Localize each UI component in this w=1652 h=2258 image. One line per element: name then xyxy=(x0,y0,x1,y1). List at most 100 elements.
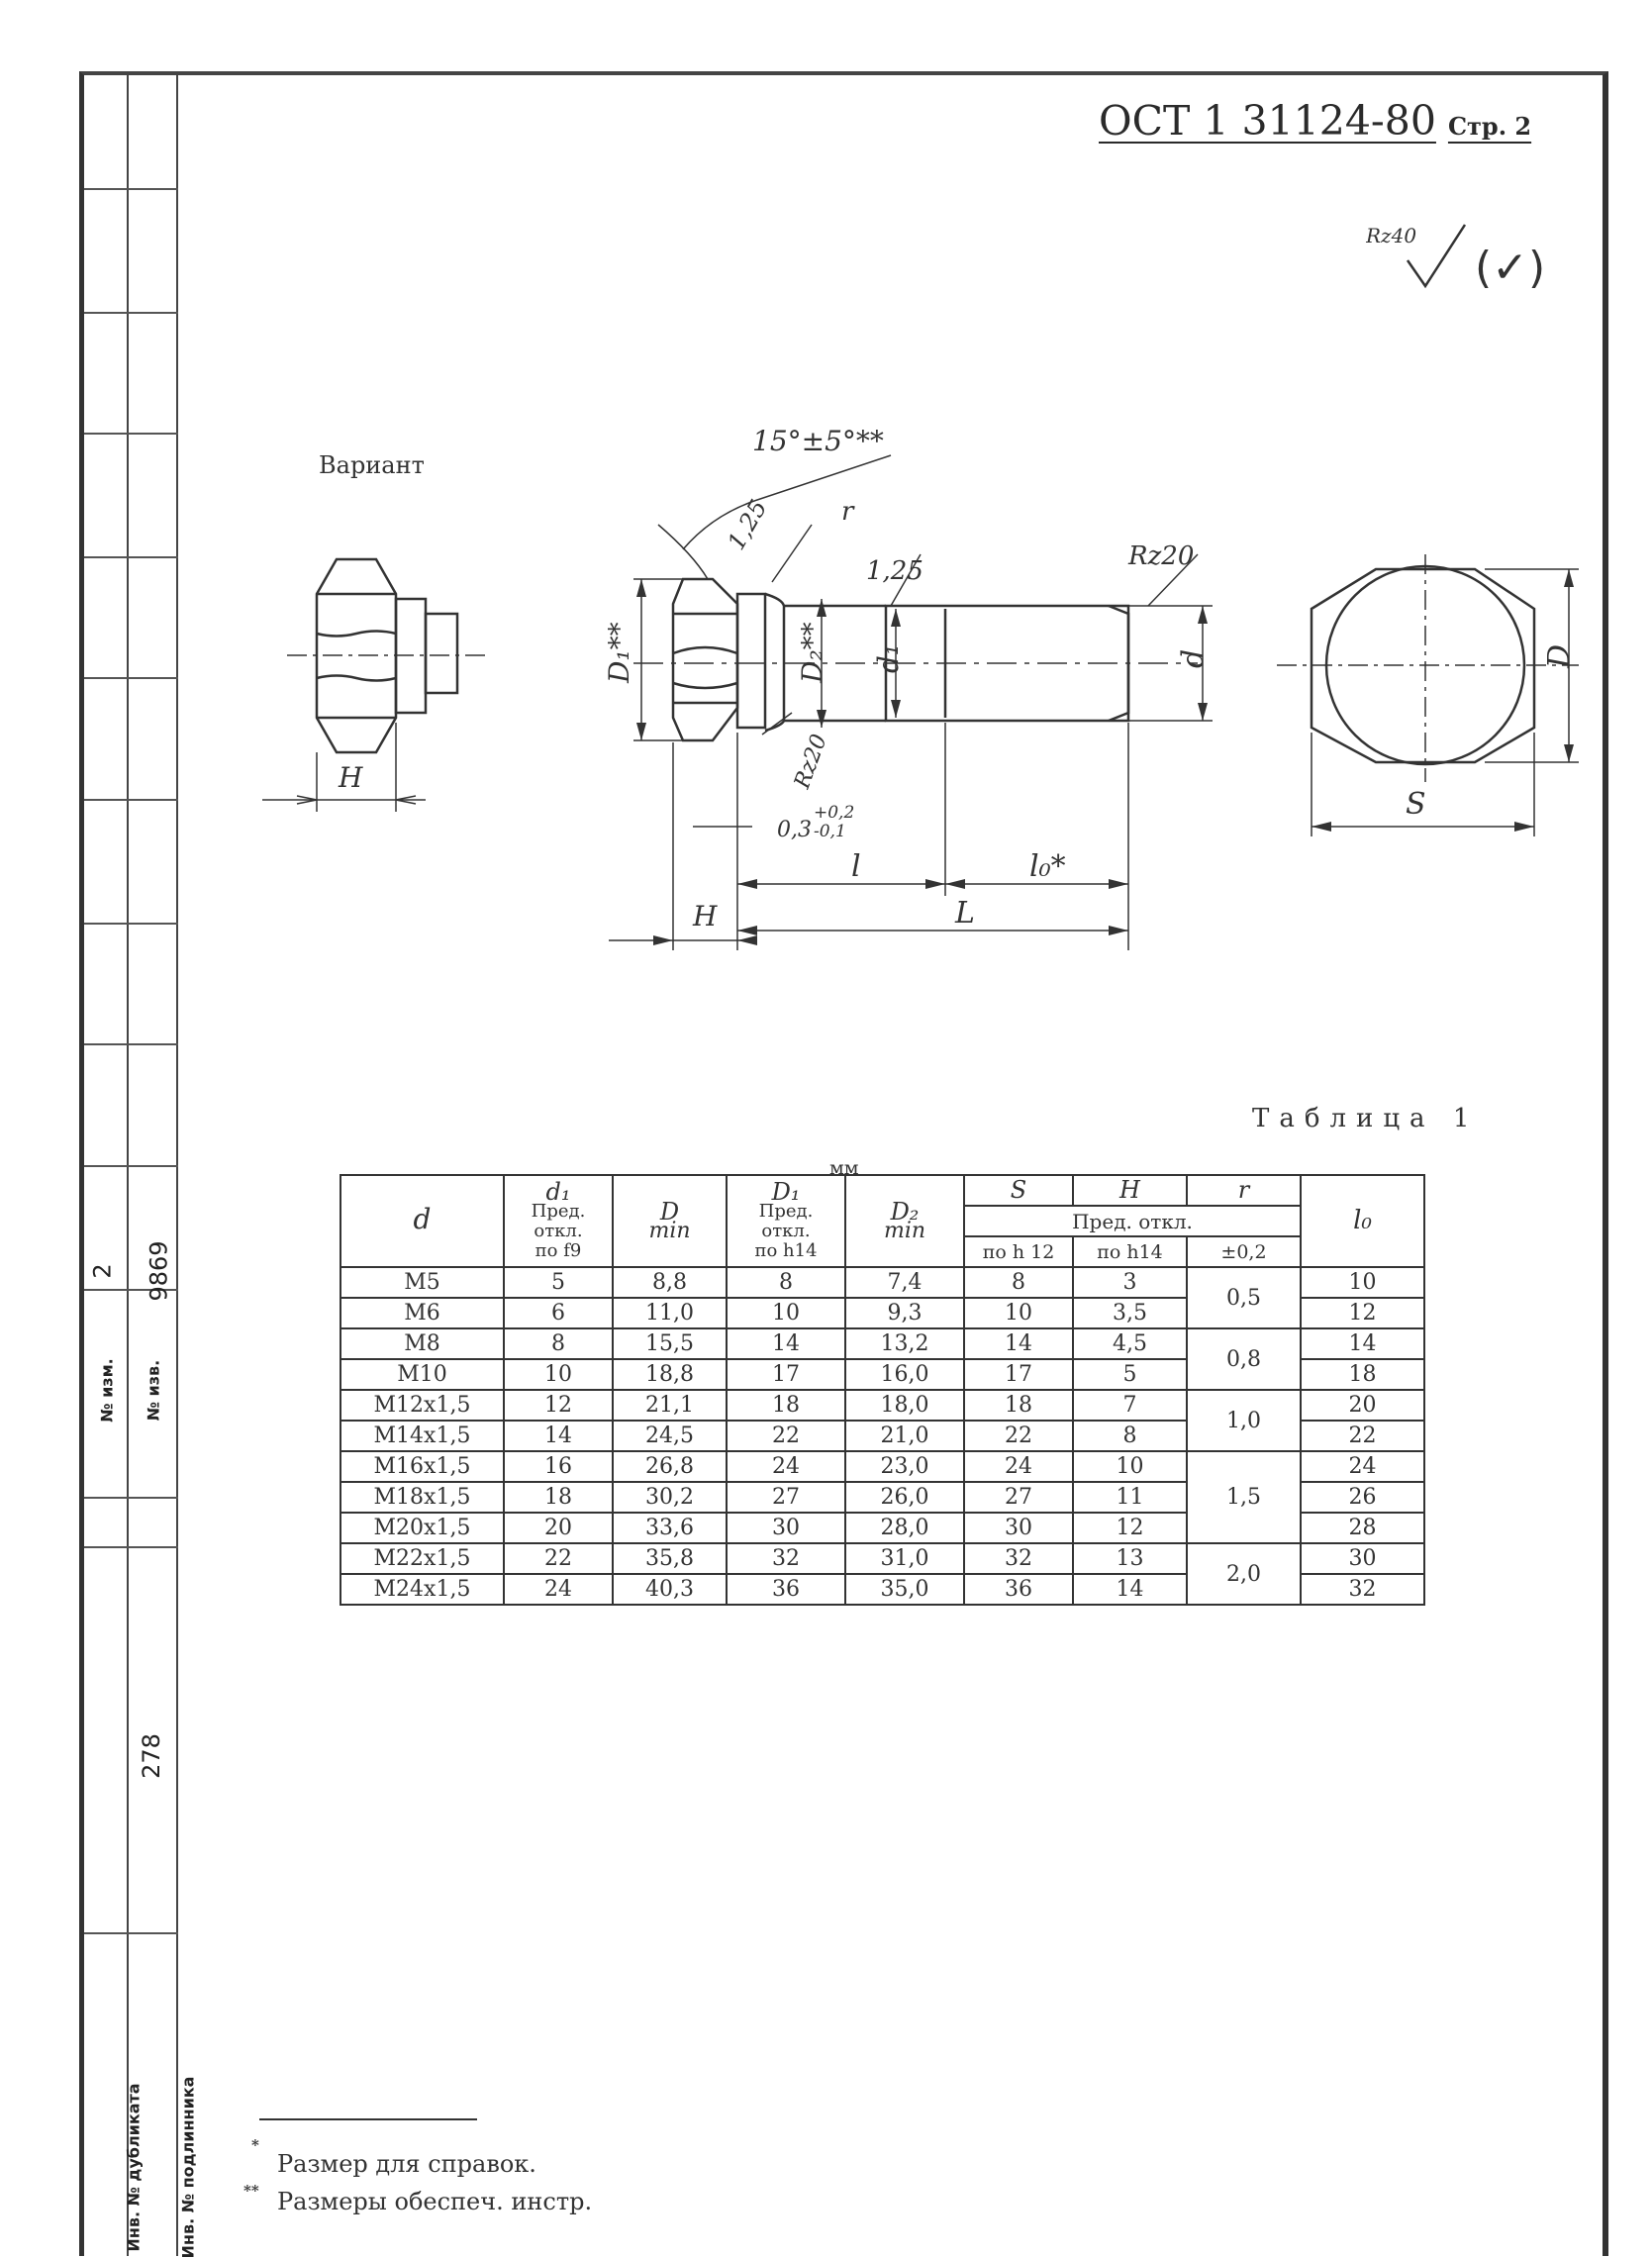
cell-D: 35,8 xyxy=(612,1542,728,1575)
header-D1-sub-1: откл. xyxy=(761,1220,811,1241)
table-title: Таблица 1 xyxy=(1252,1104,1480,1133)
cell-H: 13 xyxy=(1072,1542,1188,1575)
cell-d: M22x1,5 xyxy=(340,1542,505,1575)
cell-D1: 32 xyxy=(726,1542,846,1575)
cell-l0: 28 xyxy=(1300,1512,1425,1544)
cell-D: 18,8 xyxy=(612,1358,728,1391)
header-l0: l₀ xyxy=(1300,1174,1425,1268)
header-d: d xyxy=(340,1174,505,1268)
header-row-2: Пред. откл. xyxy=(340,1205,1424,1237)
cell-d: M6 xyxy=(340,1297,505,1329)
cell-D1: 14 xyxy=(726,1327,846,1360)
footnote-2: ** Размеры обеспеч. инстр. xyxy=(243,2182,593,2215)
cell-d1: 24 xyxy=(503,1573,614,1606)
table-row: M20x1,5 20 33,6 30 28,0 30 12 28 xyxy=(340,1512,1425,1544)
cell-H: 7 xyxy=(1072,1389,1188,1422)
table-row: M18x1,5 18 30,2 27 26,0 27 11 26 xyxy=(340,1481,1425,1514)
cell-l0: 14 xyxy=(1300,1327,1425,1360)
table-row: M24x1,5 24 40,3 36 35,0 36 14 32 xyxy=(340,1573,1425,1606)
header-r-tol: ±0,2 xyxy=(1186,1235,1302,1268)
cell-H: 4,5 xyxy=(1072,1327,1188,1360)
header-D2: D₂ min xyxy=(844,1174,965,1268)
cell-H: 8 xyxy=(1072,1420,1188,1452)
cell-d: M10 xyxy=(340,1358,505,1391)
footnote-1: * Размер для справок. xyxy=(251,2136,536,2178)
footnote-2-text: Размеры обеспеч. инстр. xyxy=(277,2188,593,2215)
cell-S: 17 xyxy=(963,1358,1074,1391)
header-D2-symbol: D₂ xyxy=(890,1197,920,1226)
cell-D: 30,2 xyxy=(612,1481,728,1514)
cell-D1: 8 xyxy=(726,1266,846,1299)
cell-S: 36 xyxy=(963,1573,1074,1606)
header-d1: d₁ Пред. откл. по f9 xyxy=(503,1174,614,1268)
header-d-symbol: d xyxy=(413,1203,432,1235)
page-frame xyxy=(79,71,1608,2256)
cell-D2: 26,0 xyxy=(844,1481,965,1514)
cell-l0: 22 xyxy=(1300,1420,1425,1452)
header-row-1: d d₁ Пред. откл. по f9 D min D₁ Пред. от… xyxy=(340,1174,1425,1268)
header-D: D min xyxy=(612,1174,728,1268)
header-D1-symbol: D₁ xyxy=(771,1177,801,1206)
footnote-1-mark: * xyxy=(251,2136,259,2154)
cell-d1: 20 xyxy=(503,1512,614,1544)
table-row: M10 10 18,8 17 16,0 17 5 18 xyxy=(340,1358,1425,1391)
footnote-1-text: Размер для справок. xyxy=(277,2150,536,2178)
cell-d1: 22 xyxy=(503,1542,614,1575)
cell-D2: 35,0 xyxy=(844,1573,965,1606)
cell-r: 0,5 xyxy=(1186,1266,1302,1329)
cell-D2: 7,4 xyxy=(844,1266,965,1299)
cell-D1: 24 xyxy=(726,1450,846,1483)
cell-r: 1,5 xyxy=(1186,1450,1302,1544)
cell-r: 2,0 xyxy=(1186,1542,1302,1606)
cell-D1: 17 xyxy=(726,1358,846,1391)
cell-d1: 5 xyxy=(503,1266,614,1299)
cell-d: M5 xyxy=(340,1266,505,1299)
cell-d1: 16 xyxy=(503,1450,614,1483)
cell-H: 3,5 xyxy=(1072,1297,1188,1329)
header-D1-sub-0: Пред. xyxy=(758,1200,814,1222)
cell-l0: 32 xyxy=(1300,1573,1425,1606)
header-D-sub: min xyxy=(648,1218,691,1243)
cell-S: 32 xyxy=(963,1542,1074,1575)
cell-D: 33,6 xyxy=(612,1512,728,1544)
header-d1-symbol: d₁ xyxy=(545,1177,571,1206)
cell-S: 18 xyxy=(963,1389,1074,1422)
table-row: M6 6 11,0 10 9,3 10 3,5 12 xyxy=(340,1297,1425,1329)
table-row: M12x1,5 12 21,1 18 18,0 18 7 1,0 20 xyxy=(340,1389,1425,1452)
header-D2-sub: min xyxy=(883,1218,926,1243)
table-row: M16x1,5 16 26,8 24 23,0 24 10 1,5 24 xyxy=(340,1450,1425,1544)
roughness-parenthetical: (✓) xyxy=(1475,243,1545,292)
header-pred-otkl: Пред. откл. xyxy=(963,1205,1302,1237)
surface-roughness-symbol: Rz40 (✓) xyxy=(1366,224,1545,292)
cell-l0: 20 xyxy=(1300,1389,1425,1422)
cell-S: 14 xyxy=(963,1327,1074,1360)
cell-S: 10 xyxy=(963,1297,1074,1329)
cell-D: 11,0 xyxy=(612,1297,728,1329)
cell-d1: 18 xyxy=(503,1481,614,1514)
header-H-tol: по h14 xyxy=(1072,1235,1188,1268)
header-row-3: по h 12 по h14 ±0,2 xyxy=(340,1235,1424,1268)
footnote-2-mark: ** xyxy=(243,2182,259,2200)
cell-H: 14 xyxy=(1072,1573,1188,1606)
roughness-value: Rz40 xyxy=(1366,224,1416,247)
header-H: H xyxy=(1072,1174,1188,1207)
cell-d: M24x1,5 xyxy=(340,1573,505,1606)
cell-H: 5 xyxy=(1072,1358,1188,1391)
dimension-table: d d₁ Пред. откл. по f9 D min D₁ Пред. от… xyxy=(340,1174,1425,1606)
cell-D1: 22 xyxy=(726,1420,846,1452)
cell-D1: 27 xyxy=(726,1481,846,1514)
cell-D1: 36 xyxy=(726,1573,846,1606)
cell-d: M12x1,5 xyxy=(340,1389,505,1422)
cell-r: 1,0 xyxy=(1186,1389,1302,1452)
cell-d: M16x1,5 xyxy=(340,1450,505,1483)
cell-D2: 13,2 xyxy=(844,1327,965,1360)
header-d1-sub-1: откл. xyxy=(534,1220,583,1241)
cell-D1: 30 xyxy=(726,1512,846,1544)
cell-H: 3 xyxy=(1072,1266,1188,1299)
cell-D1: 18 xyxy=(726,1389,846,1422)
cell-D2: 28,0 xyxy=(844,1512,965,1544)
header-D1-sub-2: по h14 xyxy=(754,1239,818,1261)
cell-d: M14x1,5 xyxy=(340,1420,505,1452)
table-row: M14x1,5 14 24,5 22 21,0 22 8 22 xyxy=(340,1420,1425,1452)
cell-l0: 18 xyxy=(1300,1358,1425,1391)
